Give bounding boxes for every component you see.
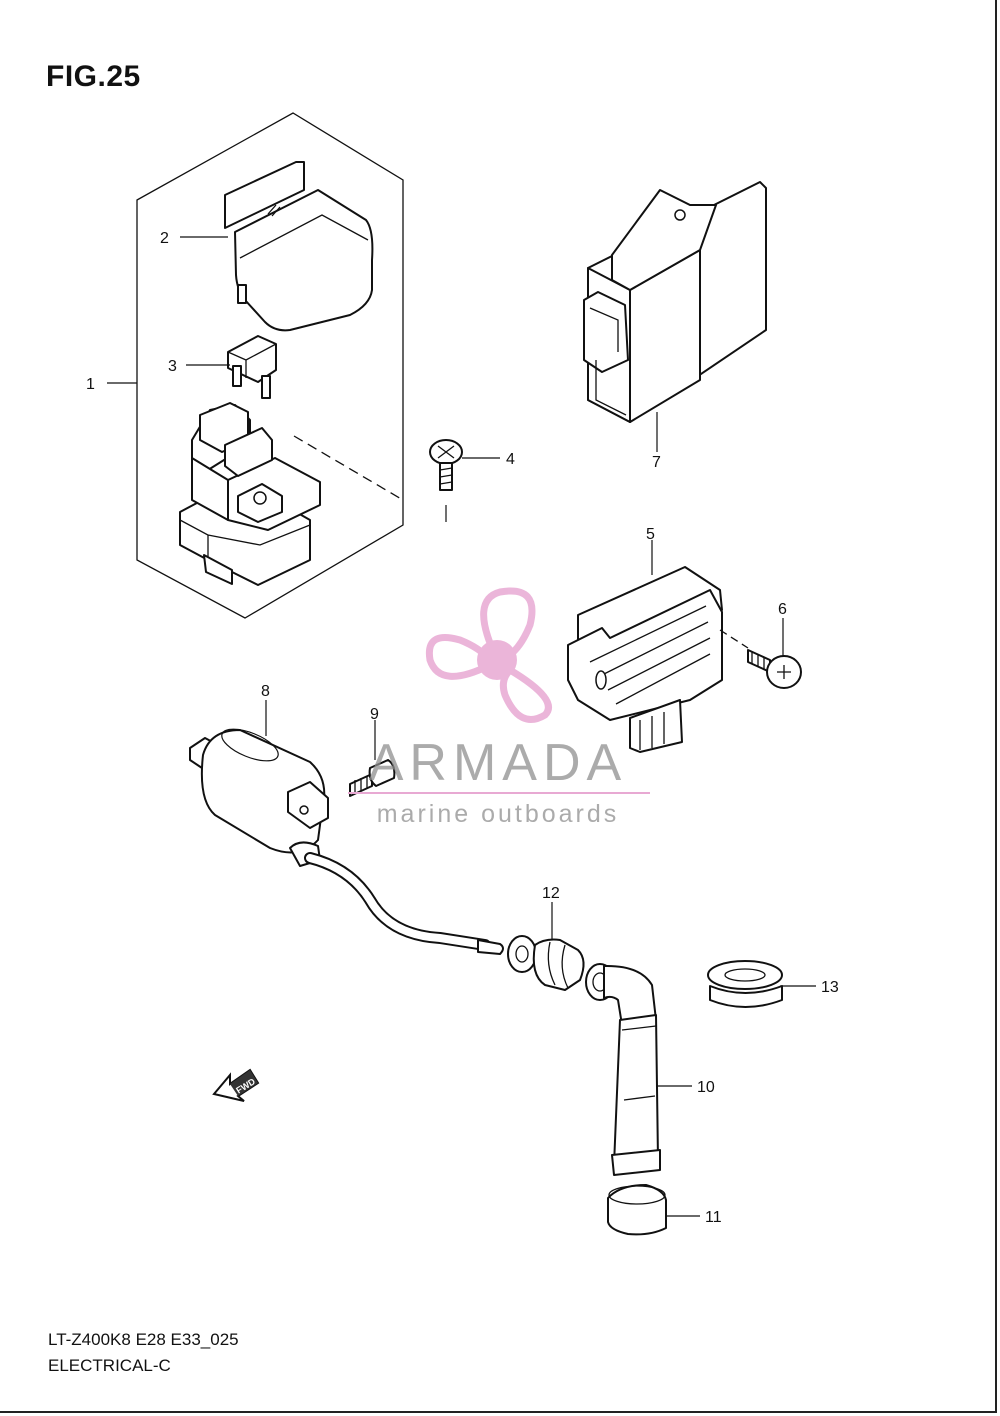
fwd-arrow-icon: FWD (212, 1068, 260, 1102)
callout-7: 7 (652, 454, 661, 471)
watermark-propeller-logo (425, 587, 552, 723)
part-2-cover[interactable] (224, 161, 374, 332)
figure-title: FIG.25 (46, 60, 141, 93)
assembly-1-boundary (136, 112, 404, 619)
callout-12: 12 (542, 885, 560, 902)
callout-1: 1 (86, 376, 95, 393)
callout-11: 11 (705, 1209, 722, 1226)
callout-4: 4 (506, 451, 515, 468)
part-1-starter-relay[interactable] (179, 402, 404, 586)
callout-3: 3 (168, 358, 177, 375)
part-9-bolt[interactable] (349, 720, 396, 797)
callout-10: 10 (697, 1079, 715, 1096)
callout-8: 8 (261, 683, 270, 700)
callout-9: 9 (370, 706, 379, 723)
part-8-ignition-coil[interactable] (189, 700, 504, 955)
model-code: LT-Z400K8 E28 E33_025 (48, 1330, 239, 1349)
section-name: ELECTRICAL-C (48, 1356, 171, 1375)
part-3-fuse[interactable] (227, 335, 277, 399)
watermark-tagline: marine outboards (377, 800, 620, 828)
callout-6: 6 (778, 601, 787, 618)
watermark-brand: ARMADA (369, 734, 627, 792)
part-7-control-unit[interactable] (583, 181, 767, 452)
part-11-cap[interactable] (607, 1184, 700, 1236)
part-5-regulator-rectifier[interactable] (567, 540, 749, 753)
callout-5: 5 (646, 526, 655, 543)
part-12-seal[interactable] (507, 902, 585, 991)
part-4-screw[interactable] (429, 439, 463, 522)
callout-2: 2 (160, 230, 169, 247)
part-6-bolt[interactable] (747, 618, 802, 689)
part-10-plug-cap[interactable] (585, 963, 692, 1176)
part-13-grommet[interactable] (707, 960, 816, 1008)
callout-13: 13 (821, 979, 839, 996)
